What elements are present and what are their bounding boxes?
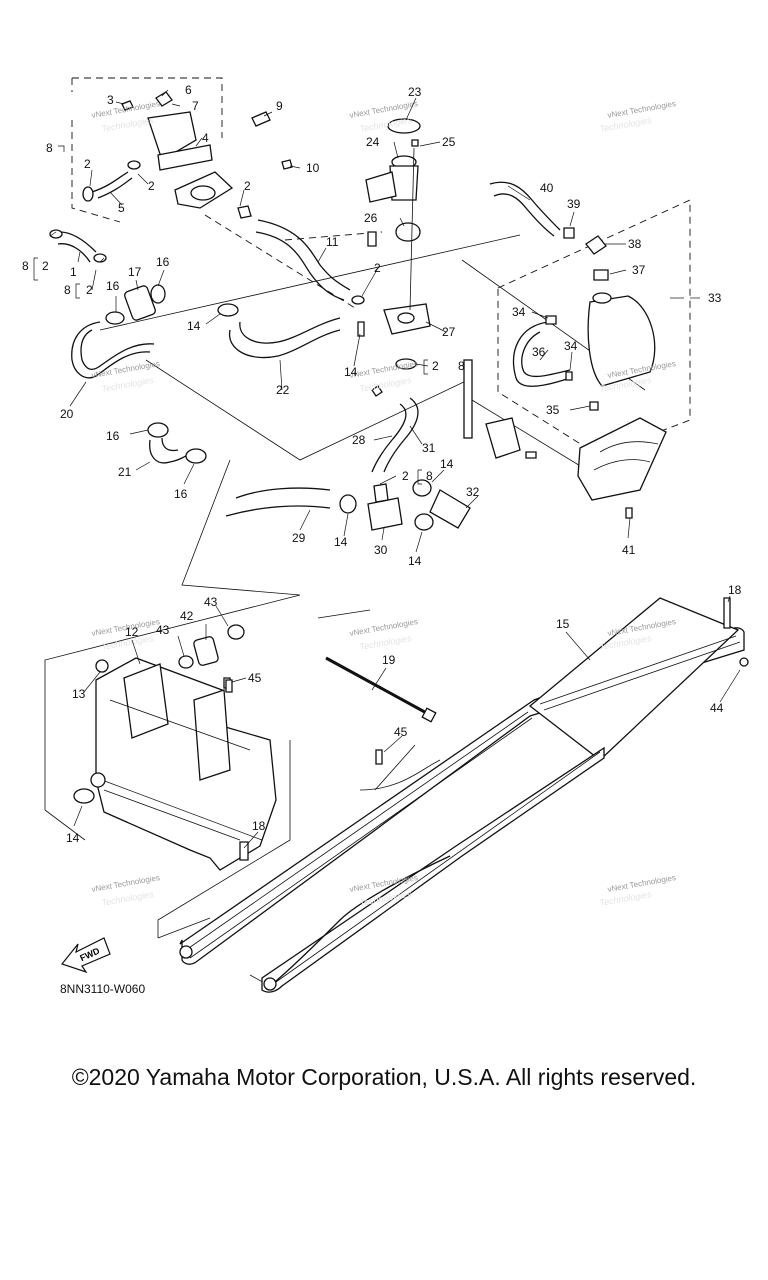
- callout-5: 5: [118, 201, 125, 215]
- callout-9: 9: [276, 99, 283, 113]
- thermostat-housing-group: [82, 91, 293, 219]
- watermark: Technologies: [359, 633, 413, 652]
- callout-34: 34: [564, 339, 578, 353]
- callout-2: 2: [244, 179, 251, 193]
- callout-14: 14: [440, 457, 454, 471]
- coolant-reservoir-group: [545, 227, 667, 519]
- callout-2: 2: [84, 157, 91, 171]
- callout-17: 17: [128, 265, 142, 279]
- callout-19: 19: [382, 653, 396, 667]
- callout-27: 27: [442, 325, 456, 339]
- callout-8: 8: [426, 469, 433, 483]
- water-joint-group: [367, 359, 537, 531]
- callout-16: 16: [156, 255, 170, 269]
- callout-2: 2: [86, 283, 93, 297]
- copyright-notice: ©2020 Yamaha Motor Corporation, U.S.A. A…: [71, 1064, 697, 1090]
- callout-45: 45: [248, 671, 262, 685]
- leader-lines: [49, 89, 741, 849]
- water-pump-outlet-group: [365, 118, 431, 335]
- bracket-marks: [33, 145, 700, 485]
- callout-16: 16: [174, 487, 188, 501]
- callout-14: 14: [408, 554, 422, 568]
- callout-32: 32: [466, 485, 480, 499]
- callout-24: 24: [366, 135, 380, 149]
- callout-44: 44: [710, 701, 724, 715]
- callout-labels: 1 2 2 2 2 2 2 2 2 3 4 5 6 7 8 8 8 8 8 9 …: [22, 83, 742, 845]
- callout-35: 35: [546, 403, 560, 417]
- callout-28: 28: [352, 433, 366, 447]
- callout-2: 2: [402, 469, 409, 483]
- callout-12: 12: [125, 625, 139, 639]
- callout-37: 37: [632, 263, 646, 277]
- callout-2: 2: [42, 259, 49, 273]
- hose-clamps: [49, 229, 434, 804]
- watermark: Technologies: [599, 115, 653, 134]
- parts-diagram: FWD vNext Technologies Technologies vNex…: [22, 77, 749, 993]
- callout-42: 42: [180, 609, 194, 623]
- callout-4: 4: [202, 131, 209, 145]
- callout-14: 14: [334, 535, 348, 549]
- callout-39: 39: [567, 197, 581, 211]
- watermark: Technologies: [599, 889, 653, 908]
- callout-18: 18: [252, 819, 266, 833]
- callout-2: 2: [374, 261, 381, 275]
- watermark: Technologies: [101, 889, 155, 908]
- coolant-hoses: [57, 181, 571, 666]
- callout-8: 8: [64, 283, 71, 297]
- callout-21: 21: [118, 465, 132, 479]
- callout-31: 31: [422, 441, 436, 455]
- callout-36: 36: [532, 345, 546, 359]
- callout-1: 1: [70, 265, 77, 279]
- callout-7: 7: [192, 99, 199, 113]
- callout-22: 22: [276, 383, 290, 397]
- callout-13: 13: [72, 687, 86, 701]
- callout-23: 23: [408, 85, 422, 99]
- callout-14: 14: [187, 319, 201, 333]
- callout-45: 45: [394, 725, 408, 739]
- callout-41: 41: [622, 543, 636, 557]
- watermark: Technologies: [101, 375, 155, 394]
- callout-16: 16: [106, 429, 120, 443]
- callout-18: 18: [728, 583, 742, 597]
- callout-43: 43: [156, 623, 170, 637]
- diagram-code: 8NN3110-W060: [60, 982, 146, 996]
- callout-14: 14: [344, 365, 358, 379]
- callout-38: 38: [628, 237, 642, 251]
- callout-8: 8: [46, 141, 53, 155]
- watermark: Technologies: [101, 115, 155, 134]
- callout-16: 16: [106, 279, 120, 293]
- watermark: Technologies: [359, 375, 413, 394]
- callout-33: 33: [708, 291, 722, 305]
- callout-34: 34: [512, 305, 526, 319]
- callout-2: 2: [432, 359, 439, 373]
- callout-20: 20: [60, 407, 74, 421]
- small-fittings: [225, 231, 383, 765]
- callout-40: 40: [540, 181, 554, 195]
- bolt-19: [325, 656, 437, 723]
- radiator-bracket-group: [90, 657, 277, 871]
- heat-exchanger-group: [179, 597, 749, 993]
- callout-30: 30: [374, 543, 388, 557]
- callout-2: 2: [148, 179, 155, 193]
- callout-29: 29: [292, 531, 306, 545]
- callout-8: 8: [22, 259, 29, 273]
- callout-11: 11: [326, 235, 339, 249]
- callout-10: 10: [306, 161, 320, 175]
- fwd-direction-arrow: FWD: [60, 937, 111, 974]
- callout-26: 26: [364, 211, 378, 225]
- callout-25: 25: [442, 135, 456, 149]
- callout-6: 6: [185, 83, 192, 97]
- callout-14: 14: [66, 831, 80, 845]
- callout-8: 8: [458, 359, 465, 373]
- callout-15: 15: [556, 617, 570, 631]
- callout-43: 43: [204, 595, 218, 609]
- callout-3: 3: [107, 93, 114, 107]
